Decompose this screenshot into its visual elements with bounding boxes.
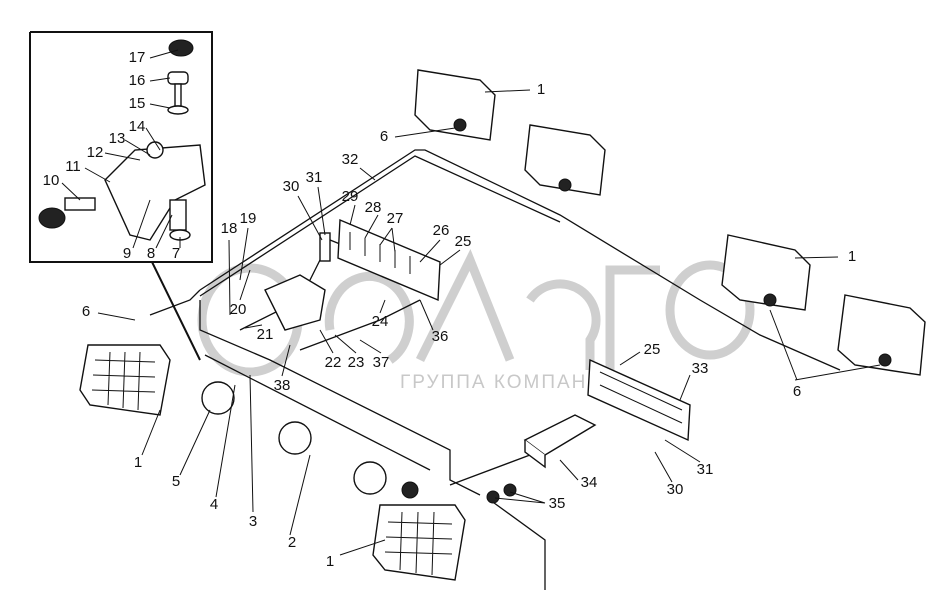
- work-lamp: [837, 294, 926, 376]
- callout-5: 5: [172, 473, 180, 490]
- callout-1: 1: [537, 81, 545, 98]
- callout-22: 22: [325, 354, 342, 371]
- callout-11: 11: [65, 158, 81, 175]
- callout-25: 25: [455, 233, 472, 250]
- callout-36: 36: [432, 328, 449, 345]
- callout-1: 1: [848, 248, 856, 265]
- callout-9: 9: [123, 245, 131, 262]
- callout-23: 23: [348, 354, 365, 371]
- callout-25: 25: [644, 341, 661, 358]
- marker-lamp: [278, 421, 312, 455]
- callout-33: 33: [692, 360, 709, 377]
- callout-28: 28: [365, 199, 382, 216]
- inset-frame: [29, 31, 213, 361]
- callout-6: 6: [380, 128, 388, 145]
- watermark-logo: ГРУППА КОМПАНИЙ: [197, 249, 755, 393]
- callout-34: 34: [581, 474, 598, 491]
- callout-32: 32: [342, 151, 359, 168]
- callout-17: 17: [129, 49, 146, 66]
- callout-29: 29: [342, 188, 359, 205]
- callout-38: 38: [274, 377, 291, 394]
- marker-lamp: [353, 461, 387, 495]
- callout-6: 6: [793, 383, 801, 400]
- callout-18: 18: [221, 220, 238, 237]
- callout-13: 13: [109, 130, 126, 147]
- callout-21: 21: [257, 326, 274, 343]
- fuse-block: [264, 274, 326, 331]
- watermark-subtitle: ГРУППА КОМПАНИЙ: [400, 371, 619, 393]
- callout-26: 26: [433, 222, 450, 239]
- grommet: [503, 483, 517, 497]
- callout-4: 4: [210, 496, 218, 513]
- callout-10: 10: [43, 172, 60, 189]
- callout-37: 37: [373, 354, 390, 371]
- callout-3: 3: [249, 513, 257, 530]
- callout-31: 31: [306, 169, 323, 186]
- callout-14: 14: [129, 118, 146, 135]
- wiring-harness: [149, 149, 841, 590]
- callout-20: 20: [230, 301, 247, 318]
- front-lamp: [79, 344, 171, 416]
- work-lamp: [524, 124, 606, 196]
- callout-16: 16: [129, 72, 146, 89]
- callout-15: 15: [129, 95, 146, 112]
- front-lamp: [372, 504, 466, 581]
- callout-30: 30: [667, 481, 684, 498]
- callout-19: 19: [240, 210, 257, 227]
- callout-6: 6: [82, 303, 90, 320]
- work-lamp: [721, 234, 811, 311]
- callout-35: 35: [549, 495, 566, 512]
- work-lamp: [414, 69, 496, 141]
- callout-8: 8: [147, 245, 155, 262]
- main-labels: 1 6 32 31 30 29 28 27 26 25 19 18 20 21 …: [82, 81, 856, 570]
- panel-33: [587, 358, 691, 442]
- inset-bracket-assembly: [38, 39, 206, 241]
- callout-12: 12: [87, 144, 104, 161]
- callout-7: 7: [172, 245, 180, 262]
- callout-30: 30: [283, 178, 300, 195]
- relay-34: [523, 414, 597, 469]
- callout-1: 1: [326, 553, 334, 570]
- grommet: [486, 490, 500, 504]
- callout-24: 24: [372, 313, 389, 330]
- marker-lamp: [201, 381, 235, 415]
- connector: [401, 481, 419, 499]
- callout-1: 1: [134, 454, 142, 471]
- callout-31: 31: [697, 461, 714, 478]
- inset-labels: 17 16 15 14 13 12 11 10 9 8 7: [43, 49, 181, 262]
- leader-lines: [61, 49, 881, 556]
- callout-2: 2: [288, 534, 296, 551]
- callout-27: 27: [387, 210, 404, 227]
